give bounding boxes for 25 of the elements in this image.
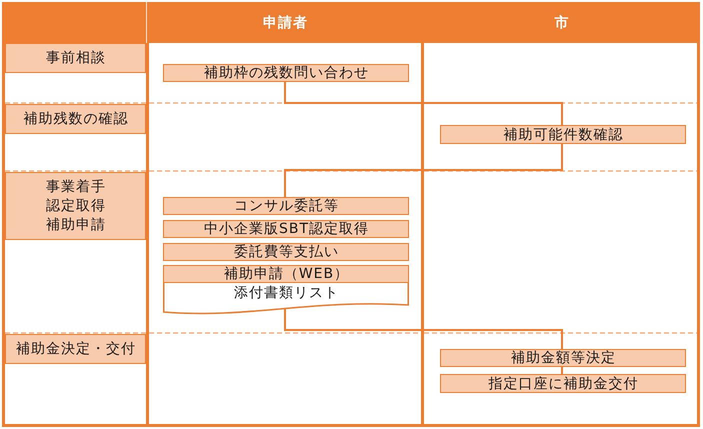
document-shape	[163, 283, 409, 315]
stage-box: 補助残数の確認	[5, 104, 146, 134]
stage-box	[5, 172, 146, 240]
process-box: 補助枠の残数問い合わせ	[163, 64, 409, 82]
stage-label: 認定取得	[46, 196, 106, 216]
process-box: 指定口座に補助金交付	[440, 374, 686, 393]
swimlane	[146, 2, 424, 427]
stage-box: 補助金決定・交付	[5, 334, 146, 364]
swimlane	[424, 2, 700, 427]
stage-box: 事前相談	[5, 43, 146, 73]
process-box: 補助金額等決定	[440, 349, 686, 367]
process-box: 中小企業版SBT認定取得	[163, 220, 409, 238]
lane-header: 市	[424, 2, 700, 43]
lane-header: 申請者	[146, 2, 424, 43]
connector-line	[284, 144, 563, 197]
stage-label: 補助申請	[46, 216, 106, 234]
stage-label: 事業着手	[46, 178, 106, 196]
process-box: 補助可能件数確認	[440, 125, 686, 144]
document-text: 添付書類リスト	[233, 284, 340, 302]
process-box: 補助申請（WEB）	[163, 265, 409, 283]
connector-line	[284, 82, 563, 125]
process-box: 委託費等支払い	[163, 243, 409, 261]
process-box: コンサル委託等	[163, 197, 409, 215]
connector-line	[561, 367, 563, 374]
connector-line	[284, 308, 563, 349]
